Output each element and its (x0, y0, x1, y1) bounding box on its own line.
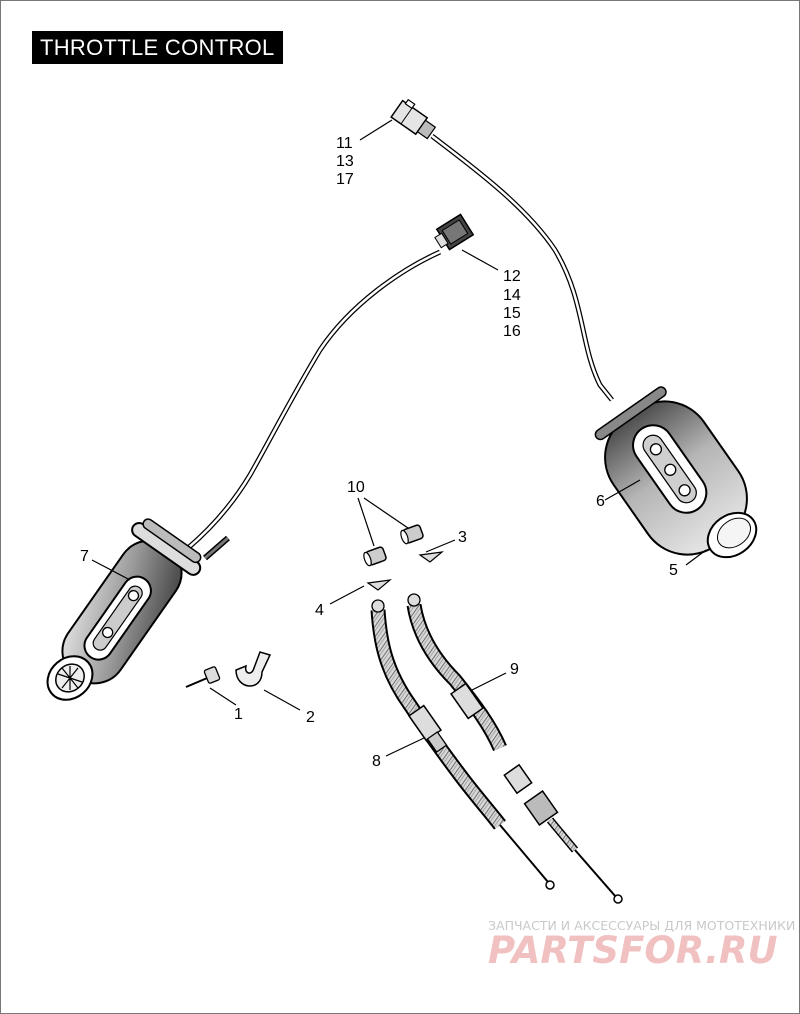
callout-7: 7 (80, 548, 89, 565)
callout-9: 9 (510, 661, 519, 678)
watermark-brand: PARTSFOR.RU (488, 929, 778, 972)
callout-labels: 11 13 17 12 14 15 16 10 3 4 6 5 7 9 8 1 … (80, 135, 678, 770)
watermark: ЗАПЧАСТИ И АКСЕССУАРЫ ДЛЯ МОТОТЕХНИКИ PA… (488, 918, 795, 972)
screw (185, 666, 221, 688)
callout-12: 12 (503, 268, 521, 285)
callout-14: 14 (503, 287, 521, 304)
callout-13: 13 (336, 153, 354, 170)
left-wiring-harness (186, 249, 442, 550)
callout-8: 8 (372, 753, 381, 770)
left-connector (434, 213, 475, 251)
right-grip-assembly (594, 386, 758, 559)
throttle-cable-8 (370, 599, 555, 890)
callout-3: 3 (458, 529, 467, 546)
page-title: THROTTLE CONTROL (32, 31, 283, 64)
callout-2: 2 (306, 709, 315, 726)
callout-11: 11 (336, 135, 353, 152)
leader-lines (91, 119, 707, 757)
right-connector (390, 98, 437, 140)
callout-17: 17 (336, 171, 354, 188)
clamp (235, 651, 272, 687)
callout-6: 6 (596, 493, 605, 510)
callout-4: 4 (315, 602, 324, 619)
callout-10: 10 (347, 479, 365, 496)
cable-clips (366, 551, 444, 591)
left-grip-assembly (46, 518, 230, 701)
right-wiring-harness (430, 134, 614, 402)
callout-1: 1 (234, 706, 243, 723)
ferrules (363, 524, 424, 567)
callout-15: 15 (503, 305, 521, 322)
callout-16: 16 (503, 323, 521, 340)
callout-5: 5 (669, 562, 678, 579)
watermark-caption: ЗАПЧАСТИ И АКСЕССУАРЫ ДЛЯ МОТОТЕХНИКИ (488, 918, 795, 933)
throttle-cable-9 (406, 593, 623, 904)
